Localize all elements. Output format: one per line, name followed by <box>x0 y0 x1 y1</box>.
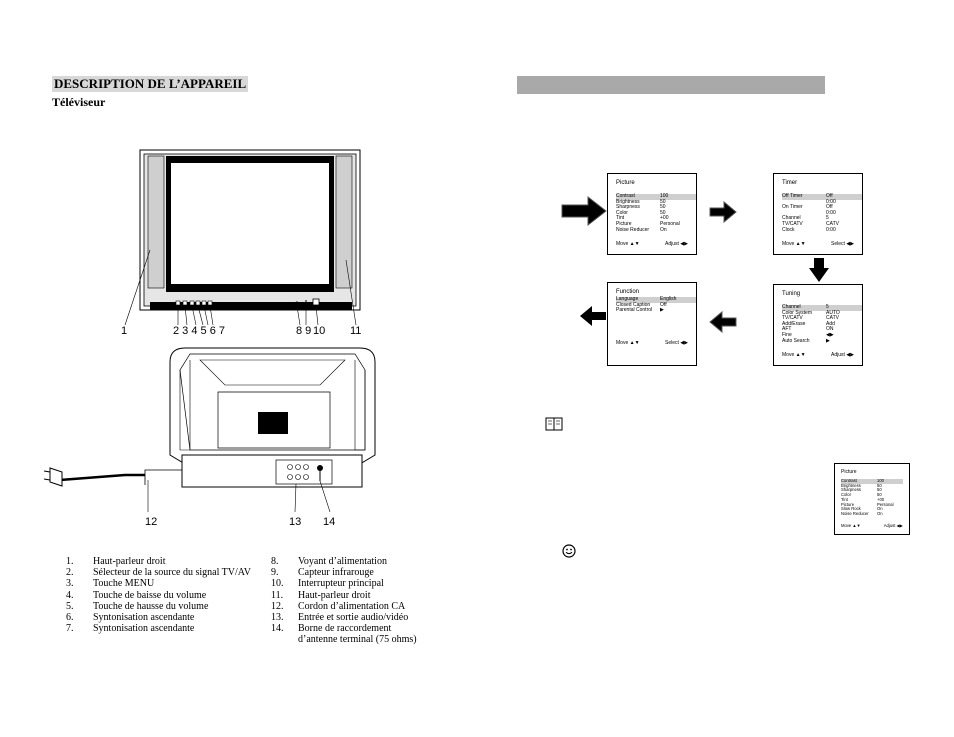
menu-title: Picture <box>841 469 857 475</box>
legend-right: 8.Voyant d’alimentation 9.Capteur infrar… <box>271 556 417 646</box>
legend-item: 12.Cordon d’alimentation CA <box>271 600 406 612</box>
callout-1: 1 <box>121 325 128 337</box>
section-header-bar <box>517 76 825 94</box>
tv-rear-diagram <box>43 347 376 513</box>
page-title: DESCRIPTION DE L’APPAREIL <box>52 76 249 92</box>
legend-item: 8.Voyant d’alimentation <box>271 556 387 567</box>
arrow-right-icon <box>709 200 737 224</box>
menu-title: Picture <box>616 180 635 186</box>
arrow-left-icon <box>709 310 737 334</box>
legend-item: d’antenne terminal (75 ohms) <box>298 634 417 646</box>
legend-item: 10.Interrupteur principal <box>271 578 384 590</box>
legend-item: 4.Touche de baisse du volume <box>66 589 207 601</box>
callout-12: 12 <box>145 516 158 528</box>
callout-13: 13 <box>289 516 302 528</box>
legend-item: 7.Syntonisation ascendante <box>66 623 195 635</box>
legend-item: 3.Touche MENU <box>66 578 155 590</box>
legend-item: 14.Borne de raccordement <box>271 623 392 635</box>
menu-row: 0:00 <box>826 198 836 205</box>
smiley-icon <box>562 544 576 558</box>
callout-2-7: 2 3 4 5 6 7 <box>173 325 225 337</box>
menu-row: Tint+00 <box>841 496 885 502</box>
arrow-left-icon <box>580 306 606 326</box>
menu-title: Tuning <box>782 291 801 297</box>
menu-row: Auto Search▶ <box>782 337 830 344</box>
menu-row: Fine◀▶ <box>782 331 834 338</box>
legend-item: 5.Touche de hausse du volume <box>66 600 209 612</box>
callout-8-9: 8 9 <box>296 325 312 337</box>
legend-item: 2.Sélecteur de la source du signal TV/AV <box>66 567 251 579</box>
callout-14: 14 <box>323 516 336 528</box>
menu-row: 0:00 <box>826 209 836 216</box>
legend-item: 9.Capteur infrarouge <box>271 567 374 579</box>
menu-row: Tint+00 <box>616 215 669 222</box>
arrow-right-icon <box>561 195 607 227</box>
arrow-down-icon <box>809 258 829 282</box>
legend-item: 6.Syntonisation ascendante <box>66 612 195 624</box>
legend-item: 11.Haut-parleur droit <box>271 589 371 601</box>
callout-11: 11 <box>350 325 362 337</box>
book-icon <box>545 417 563 431</box>
page-subtitle: Téléviseur <box>52 95 106 109</box>
tv-front-diagram <box>124 149 361 326</box>
menu-row: Parental Control▶ <box>616 307 664 314</box>
menu-title: Function <box>616 289 640 295</box>
legend-item: 1.Haut-parleur droit <box>66 556 166 567</box>
legend-item: 13.Entrée et sortie audio/vidéo <box>271 612 409 624</box>
menu-title: Timer <box>782 180 798 186</box>
callout-10: 10 <box>313 325 326 337</box>
legend-left: 1.Haut-parleur droit 2.Sélecteur de la s… <box>66 556 251 634</box>
